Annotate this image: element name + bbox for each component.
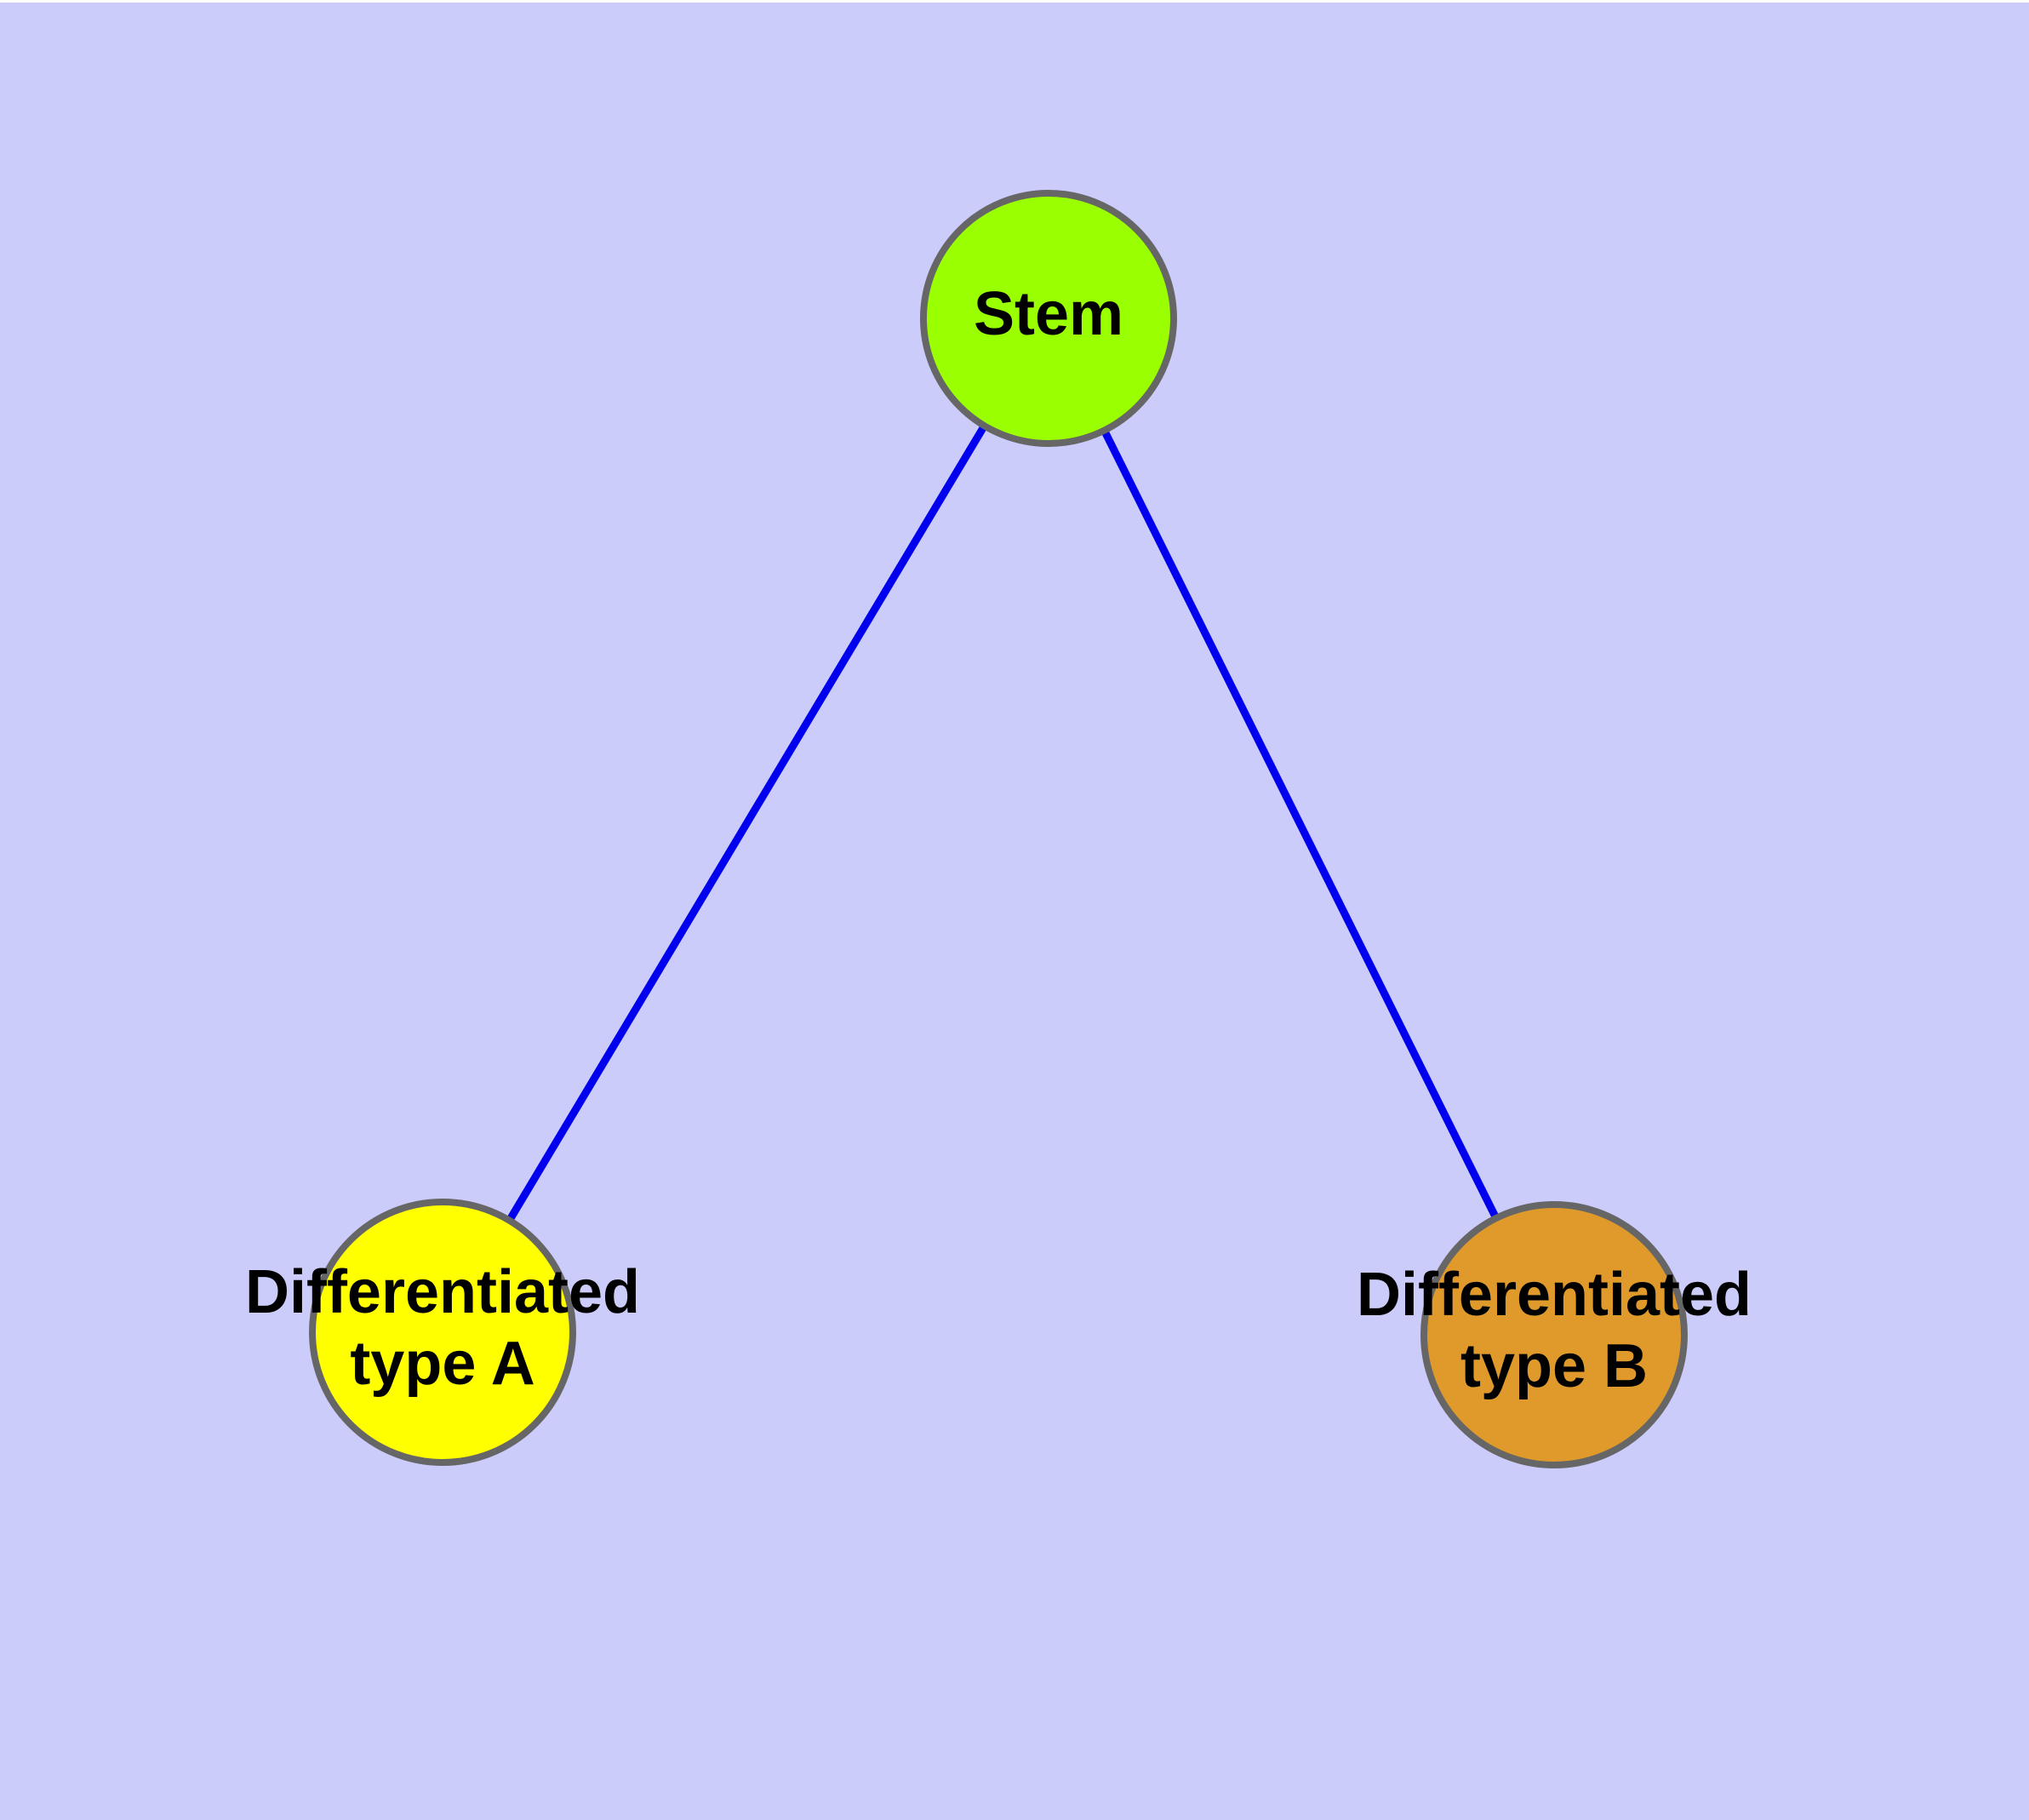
node-label-line: type B [1460,1332,1648,1400]
nodes-layer [309,190,1688,1468]
node-label-line: Differentiated [245,1258,640,1326]
node-label-line: type A [350,1330,534,1398]
node-label-stem: Stem [974,280,1123,348]
node-differentiated-type-a[interactable] [309,1199,576,1466]
node-differentiated-type-b[interactable] [1420,1201,1688,1468]
edge-stem-to-differentiated-type-a[interactable] [439,316,1052,1335]
node-label-line: Stem [974,280,1123,348]
edges-layer [439,316,1558,1337]
node-label-line: Differentiated [1357,1261,1752,1329]
edge-stem-to-differentiated-type-b[interactable] [1044,316,1558,1337]
node-stem[interactable] [920,190,1177,447]
